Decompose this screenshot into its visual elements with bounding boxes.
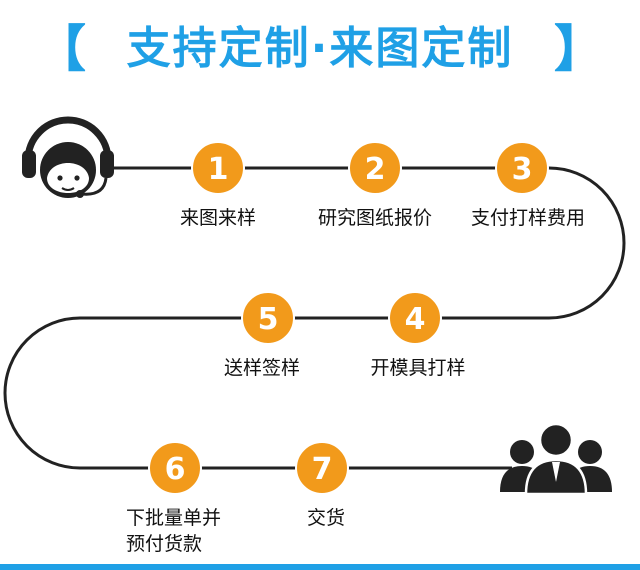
step-label-line: 预付货款: [126, 533, 203, 555]
step-7-marker: 7: [295, 441, 349, 495]
step-number: 6: [165, 452, 186, 487]
step-2-label: 研究图纸报价: [295, 205, 455, 231]
customer-group-icon: [500, 422, 612, 496]
step-label-line: 开模具打样: [370, 357, 466, 379]
step-number: 1: [208, 152, 229, 187]
step-1-label: 来图来样: [138, 205, 298, 231]
step-4-marker: 4: [388, 291, 442, 345]
step-number: 7: [312, 452, 333, 487]
step-circle: [191, 141, 245, 195]
step-5-marker: 5: [241, 291, 295, 345]
step-number: 4: [405, 302, 426, 337]
step-6-marker: 6: [148, 441, 202, 495]
step-circle: [495, 141, 549, 195]
customer-service-headset-icon: [22, 116, 114, 198]
step-markers: 1 2 3 4 5 6 7: [148, 141, 549, 495]
step-circle: [295, 441, 349, 495]
step-number: 2: [365, 152, 386, 187]
flow-connector-line: [3, 166, 626, 470]
step-label-line: 支付打样费用: [470, 207, 585, 229]
page-title: 支持定制·来图定制: [126, 23, 514, 74]
step-label-line: 下批量单并: [126, 507, 222, 529]
step-7-label: 交货: [246, 505, 406, 531]
step-label-line: 送样签样: [223, 357, 300, 379]
step-circle: [348, 141, 402, 195]
step-3-label: 支付打样费用: [448, 205, 608, 231]
step-number: 3: [512, 152, 533, 187]
bottom-accent-bar: [0, 564, 640, 570]
title-bracket-left: 【: [36, 20, 86, 78]
title-bracket-right: 】: [554, 20, 604, 78]
step-6-label: 下批量单并预付货款: [92, 505, 252, 557]
step-circle: [148, 441, 202, 495]
step-5-label: 送样签样: [182, 355, 342, 381]
step-label-line: 交货: [306, 507, 345, 529]
step-number: 5: [258, 302, 279, 337]
step-label-line: 来图来样: [179, 207, 256, 229]
step-2-marker: 2: [348, 141, 402, 195]
step-label-line: 研究图纸报价: [317, 207, 432, 229]
title-banner: 【 支持定制·来图定制 】: [0, 14, 640, 84]
step-4-label: 开模具打样: [338, 355, 498, 381]
step-1-marker: 1: [191, 141, 245, 195]
step-circle: [241, 291, 295, 345]
step-3-marker: 3: [495, 141, 549, 195]
step-circle: [388, 291, 442, 345]
